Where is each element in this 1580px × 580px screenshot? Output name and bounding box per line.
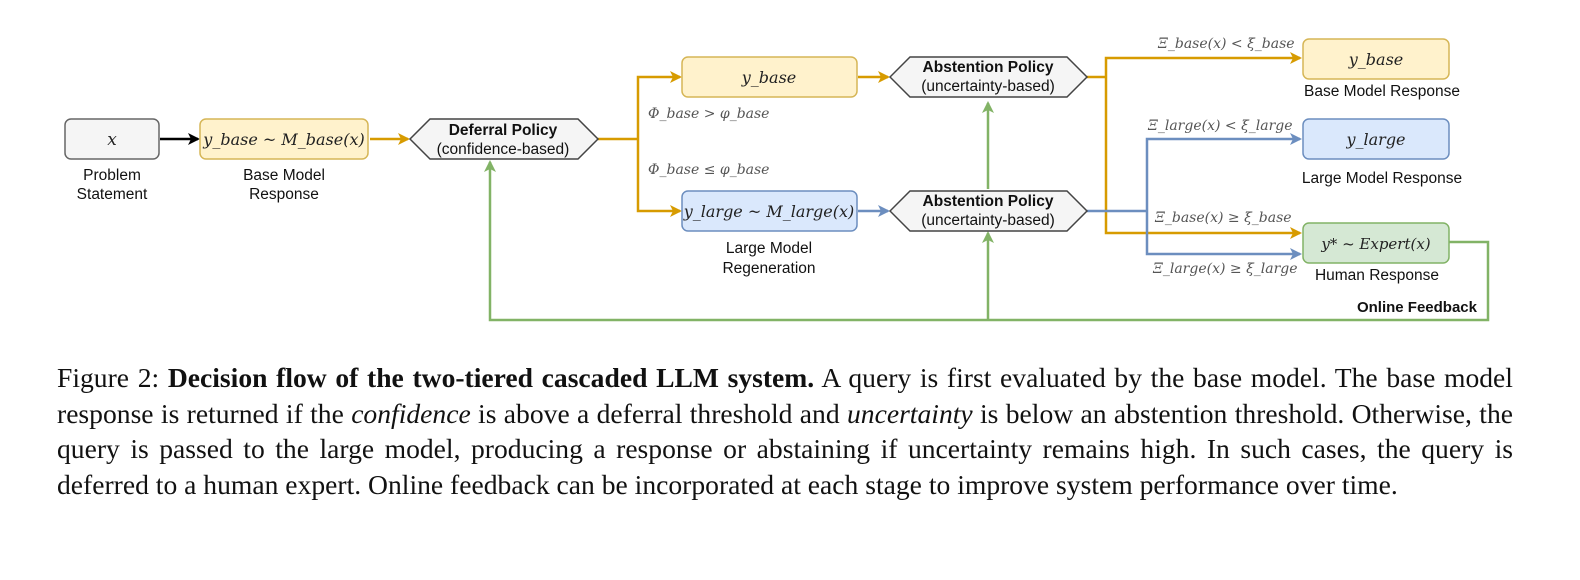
abstention-top-hexagon [888, 56, 1089, 98]
output-ybase-label: Base Model Response [1304, 83, 1460, 100]
edge-deferral-to-ybase [636, 71, 682, 139]
condition-xi-large-lt: Ξ_large(x) < ξ_large [1147, 118, 1293, 134]
large-model-text: y_large ~ M_large(x) [683, 202, 855, 221]
ybase-mid-box [681, 56, 858, 98]
condition-xi-large-ge: Ξ_large(x) ≥ ξ_large [1152, 261, 1298, 277]
abstention-bottom-sub: (uncertainty-based) [921, 212, 1055, 229]
abstention-top-title: Abstention Policy [923, 59, 1054, 76]
caption-italic-confidence: confidence [351, 397, 471, 429]
decision-flow-diagram: x Problem Statement y_base ~ M_base(x) B… [64, 36, 1490, 322]
condition-xi-base-ge: Ξ_base(x) ≥ ξ_base [1154, 210, 1292, 226]
input-x-label-1: Problem [83, 167, 141, 184]
base-model-text: y_base ~ M_base(x) [202, 130, 364, 149]
output-ylarge-text: y_large [1345, 130, 1405, 149]
base-model-label-1: Base Model [243, 167, 325, 184]
output-ylarge-box [1302, 118, 1450, 160]
base-model-box [199, 118, 369, 160]
output-expert-label: Human Response [1315, 267, 1439, 284]
edge-abst-bot-to-expert [1145, 211, 1302, 260]
condition-xi-base-lt: Ξ_base(x) < ξ_base [1157, 36, 1295, 52]
caption-bold-title: Decision flow of the two-tiered cascaded… [167, 362, 815, 393]
output-ybase-box [1302, 38, 1450, 80]
edge-abst-bot-to-ylarge-out [1145, 133, 1302, 211]
input-x-box [64, 118, 160, 160]
edge-abst-top-to-ybase-out [1104, 52, 1302, 77]
caption-prefix: Figure 2: [57, 362, 168, 393]
deferral-policy-sub: (confidence-based) [437, 141, 570, 158]
output-ybase-text: y_base [1348, 50, 1404, 69]
caption-text-1: A query is first evaluated by the base m… [57, 362, 1513, 429]
input-x-text: x [107, 130, 117, 150]
base-model-label-2: Response [249, 186, 319, 203]
condition-phi-gt: Φ_base > φ_base [648, 106, 769, 122]
output-expert-text: y* ~ Expert(x) [1320, 235, 1430, 253]
abstention-bottom-hexagon [888, 190, 1089, 232]
online-feedback-label: Online Feedback [1357, 299, 1478, 316]
large-model-box [681, 190, 858, 232]
abstention-top-sub: (uncertainty-based) [921, 78, 1055, 95]
caption-text-3: is below an abstention threshold. Otherw… [57, 397, 1513, 500]
edge-deferral-to-large [636, 139, 682, 217]
ybase-mid-text: y_base [741, 68, 797, 87]
condition-phi-le: Φ_base ≤ φ_base [648, 162, 769, 178]
input-x-label-2: Statement [77, 186, 148, 203]
caption-italic-uncertainty: uncertainty [846, 397, 973, 429]
figure-caption: Figure 2: Decision flow of the two-tiere… [57, 360, 1513, 502]
large-model-label-1: Large Model [726, 240, 812, 257]
abstention-bottom-title: Abstention Policy [923, 193, 1054, 210]
caption-text-2: is above a deferral threshold and [470, 397, 847, 429]
output-expert-box [1302, 222, 1450, 264]
large-model-label-2: Regeneration [722, 260, 815, 277]
deferral-policy-hexagon [408, 118, 600, 160]
edge-online-feedback-loop [484, 160, 1490, 322]
output-ylarge-label: Large Model Response [1302, 170, 1462, 187]
edge-abst-top-to-expert [1104, 77, 1302, 239]
deferral-policy-title: Deferral Policy [449, 122, 558, 139]
